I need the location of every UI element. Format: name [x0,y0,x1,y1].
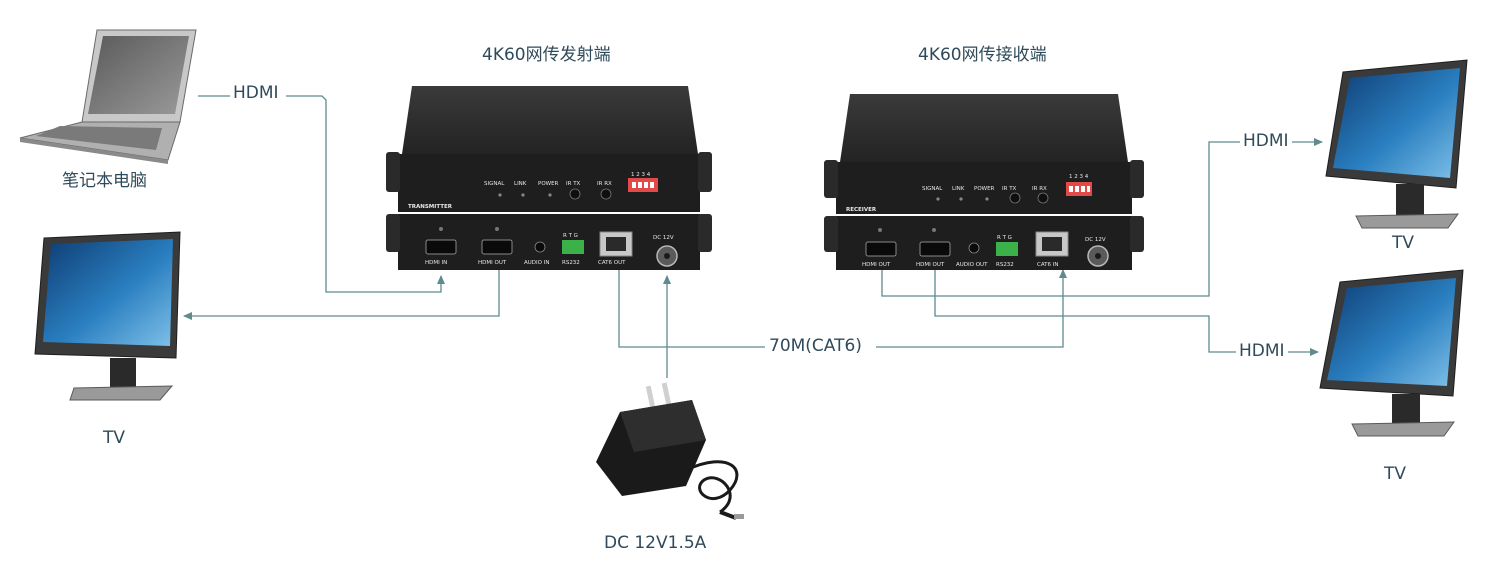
transmitter-title: 4K60网传发射端 [482,45,611,65]
tx-dip-numbers: 1 2 3 4 [631,172,651,178]
rx-top-label-irrx: IR RX [1032,186,1047,192]
tx-port-hdmi-out: HDMI OUT [478,260,507,266]
rx-top-label-link: LINK [952,186,965,192]
rx-port-rs232: RS232 [996,262,1014,268]
tx-top-label-signal: SIGNAL [484,181,505,187]
tv-left-label: TV [103,428,126,448]
tx-port-cat6-out: CAT6 OUT [598,260,626,266]
rx-port-hdmi-out-1: HDMI OUT [862,262,891,268]
hdmi-label-rx-bottom: HDMI [1239,341,1285,361]
tv-right-top-label: TV [1392,233,1415,253]
power-adapter [596,382,744,520]
hdmi-label-rx-top: HDMI [1243,131,1289,151]
rx-top-label-signal: SIGNAL [922,186,943,192]
tx-port-rs232: RS232 [562,260,580,266]
rx-port-audio-out: AUDIO OUT [956,262,988,268]
line-cat6-left [618,270,765,348]
laptop-label: 笔记本电脑 [62,171,147,191]
tx-port-dc12v: DC 12V [653,235,674,241]
line-rx-out1 [881,141,1240,297]
rx-port-cat6-in: CAT6 IN [1037,262,1059,268]
tv-right-top [1325,59,1468,229]
cat6-label: 70M(CAT6) [769,336,862,356]
connection-lines [183,95,1323,378]
rx-port-dc12v: DC 12V [1085,237,1106,243]
tx-top-label-power: POWER [538,181,559,187]
tv-left [34,231,181,401]
tx-rtg: R T G [563,233,578,239]
line-rx-out2 [934,268,1236,353]
tx-top-label-link: LINK [514,181,527,187]
rx-port-hdmi-out-2: HDMI OUT [916,262,945,268]
receiver-device: SIGNAL LINK POWER IR TX IR RX RECEIVER 1… [824,94,1144,270]
rx-top-label-irtx: IR TX [1002,186,1017,192]
rx-top-label-power: POWER [974,186,995,192]
tv-right-bottom [1319,269,1464,437]
line-cat6-right [876,269,1067,348]
line-laptop-to-hdmi-in-2 [286,95,445,293]
laptop [19,29,197,164]
rx-badge: RECEIVER [846,207,877,213]
hdmi-label-laptop: HDMI [233,83,279,103]
tv-right-bottom-label: TV [1384,464,1407,484]
tx-top-label-irtx: IR TX [566,181,581,187]
rx-rtg: R T G [997,235,1012,241]
tx-top-label-irrx: IR RX [597,181,612,187]
tx-badge: TRANSMITTER [408,204,453,210]
line-hdmi-out-to-tv [183,266,500,320]
rx-dip-numbers: 1 2 3 4 [1069,174,1089,180]
tx-port-audio-in: AUDIO IN [524,260,549,266]
transmitter-device: SIGNAL LINK POWER IR TX IR RX TRANSMITTE… [386,86,712,270]
tx-port-hdmi-in: HDMI IN [425,260,447,266]
receiver-title: 4K60网传接收端 [918,45,1047,65]
power-label: DC 12V1.5A [604,533,707,553]
